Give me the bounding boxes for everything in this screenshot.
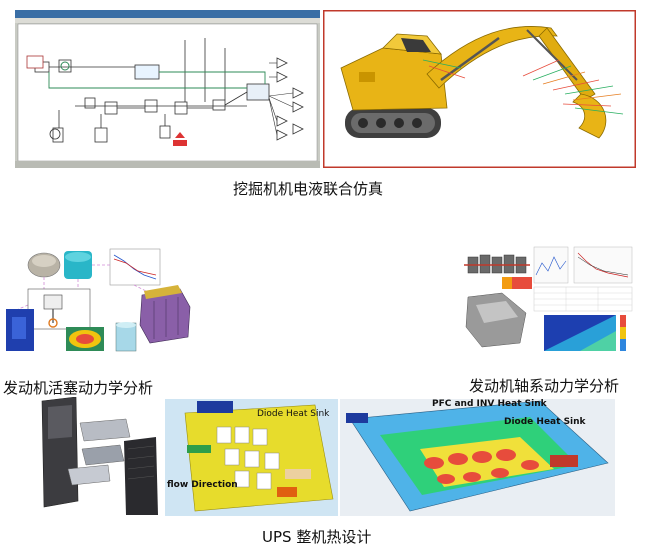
piston-dynamics-figure [4, 245, 194, 357]
shaft-caption: 发动机轴系动力学分析 [469, 377, 620, 395]
piston-caption: 发动机活塞动力学分析 [3, 379, 154, 397]
diode-heat-sink-label-right: Diode Heat Sink [504, 417, 586, 427]
excavator-caption: 挖掘机机电液联合仿真 [233, 180, 384, 198]
flow-direction-label: flow Direction [167, 480, 238, 490]
hydraulic-schematic-screenshot [15, 10, 320, 168]
ups-cabinet-exploded [34, 397, 162, 515]
shaft-dynamics-figure [462, 243, 636, 359]
pfc-inv-heat-sink-label: PFC and INV Heat Sink [432, 399, 547, 409]
ups-thermal-contour: PFC and INV Heat Sink Diode Heat Sink [340, 399, 615, 516]
diode-heat-sink-label-left: Diode Heat Sink [257, 409, 330, 419]
ups-airflow-model: Diode Heat Sink flow Direction [165, 399, 338, 516]
ups-caption: UPS 整机热设计 [262, 528, 372, 546]
excavator-3d-simulation [323, 10, 636, 168]
